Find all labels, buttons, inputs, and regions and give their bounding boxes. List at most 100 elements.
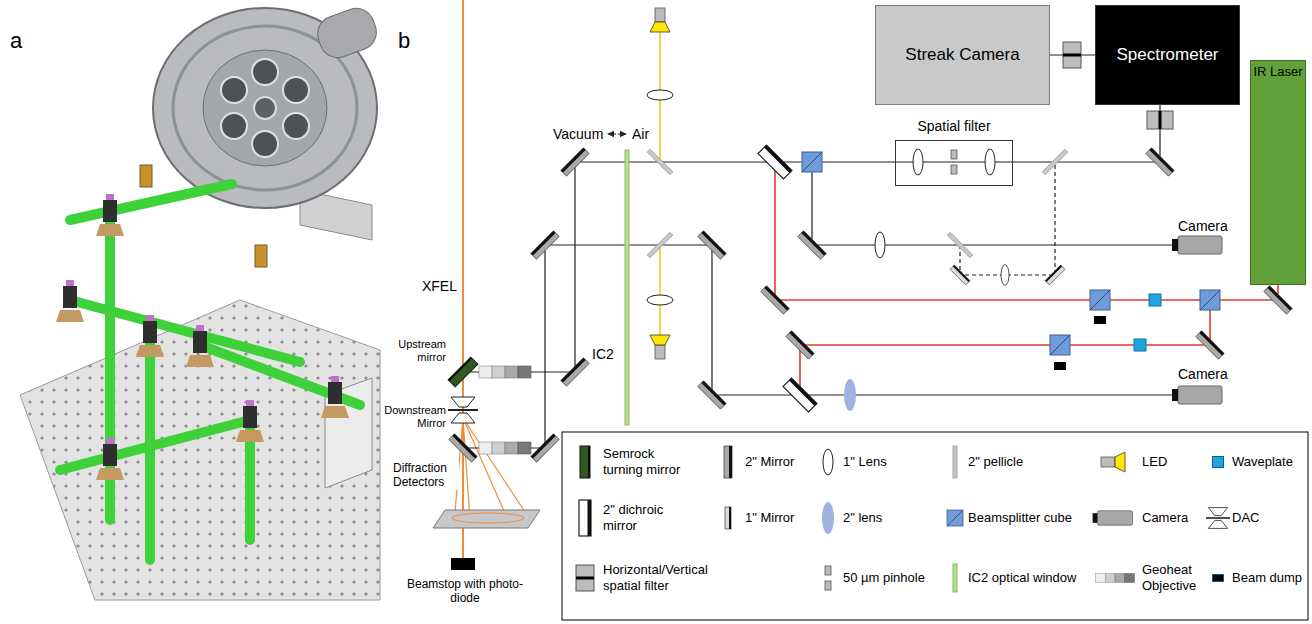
spatial-filter-box: Spatial filter: [895, 118, 1013, 186]
region-label-holder: Vacuum: [553, 126, 603, 142]
legend-label: 2" dichroic mirror: [603, 502, 693, 533]
bracket-plate: [325, 378, 372, 488]
pinhole: [951, 150, 957, 174]
mirror-2in: [1264, 286, 1292, 314]
mirror-2in: [561, 148, 589, 176]
mirror-2in: [449, 434, 477, 462]
legend-label: 2" Mirror: [745, 454, 815, 470]
mirror-2in: [561, 358, 589, 386]
beamstop: [451, 558, 475, 570]
mirror-1in: [950, 265, 970, 285]
legend-icon: [725, 507, 731, 529]
pellicle: [647, 232, 672, 257]
legend-label: 1" Mirror: [745, 510, 815, 526]
legend-label: IC2 optical window: [968, 570, 1088, 586]
spatial-filter-symbol: [1063, 42, 1081, 68]
mirror-2in: [1196, 331, 1224, 359]
lens-1in: [875, 232, 885, 258]
legend-entry: 2" lens: [843, 510, 903, 526]
ir-laser-box: IR Laser: [1250, 60, 1306, 285]
legend-entry: 1" Lens: [843, 454, 903, 470]
legend-entry: 2" pellicle: [968, 454, 1058, 470]
part-label-holder: IC2: [592, 346, 614, 362]
legend-entry: LED: [1142, 454, 1197, 470]
pellicle: [647, 149, 672, 174]
camera-symbol: [1172, 236, 1222, 254]
led-light: [659, 32, 660, 335]
legend-entry: IC2 optical window: [968, 570, 1088, 586]
legend-label: Waveplate: [1232, 454, 1304, 470]
part-label: Beamstop with photo-diode: [405, 578, 525, 606]
legend-entry: Semrock turning mirror: [603, 446, 693, 477]
beam-label: XFEL: [397, 278, 457, 294]
node-label: Streak Camera: [905, 45, 1019, 65]
beamsplitter-cube: [1050, 335, 1070, 355]
ir-laser-paths: [775, 162, 1278, 395]
geoheat-objective: [479, 366, 531, 378]
beamsplitter-cube: [1090, 290, 1110, 310]
spectrometer-box: Spectrometer: [1095, 5, 1240, 105]
part-label-holder: Beamstop with photo-diode: [405, 578, 525, 606]
legend-label: 2" pellicle: [968, 454, 1058, 470]
legend-swatch: [1212, 574, 1224, 582]
vacuum-air-arrow: [608, 133, 626, 134]
node-label: IR Laser: [1253, 65, 1302, 80]
lens-1in: [647, 90, 673, 100]
legend-icon: [953, 564, 957, 592]
geoheat-objective: [479, 442, 531, 454]
legend-entry: 1" Mirror: [745, 510, 815, 526]
pellicle: [1042, 149, 1067, 174]
legend-label: Camera: [1142, 510, 1200, 526]
part-label: Camera: [1178, 366, 1228, 382]
part-label-holder: Downstream Mirror: [380, 404, 446, 429]
region-label: Vacuum: [553, 126, 603, 142]
mirror-2in: [698, 381, 726, 409]
part-label: Diffraction Detectors: [393, 462, 459, 490]
legend-entry: 2" Mirror: [745, 454, 815, 470]
beamsplitter-cube: [802, 152, 822, 172]
legend-entry: 50 µm pinhole: [843, 570, 943, 586]
legend-entry: Horizontal/Vertical spatial filter: [603, 562, 721, 593]
legend-icon: [953, 446, 957, 478]
legend-icon: [1096, 574, 1135, 583]
part-label: Upstream mirror: [384, 338, 446, 363]
legend-entry: Beamsplitter cube: [968, 510, 1088, 526]
diffraction-ring: [452, 513, 524, 523]
node-label: Spatial filter: [917, 118, 990, 134]
cad-render: [20, 3, 381, 600]
beam-dump: [1094, 316, 1106, 324]
legend-entry: Waveplate: [1232, 454, 1304, 470]
laser-beam-tubes: [60, 184, 360, 560]
panel-letter: a: [10, 28, 22, 53]
legend-label: 1" Lens: [843, 454, 903, 470]
beam-dump: [1054, 362, 1066, 370]
mirror-2in: [1146, 148, 1174, 176]
lens-2in: [844, 379, 856, 411]
spatial-filter-symbol: [1147, 111, 1173, 129]
part-label-holder: Diffraction Detectors: [393, 462, 459, 490]
panel-letter-holder: b: [398, 28, 410, 53]
part-label: IC2: [592, 346, 614, 362]
lens-1in: [647, 295, 673, 305]
legend-icon: [823, 449, 833, 475]
part-label: Camera: [1178, 218, 1228, 234]
region-label: Air: [632, 126, 649, 142]
part-label-holder: Upstream mirror: [384, 338, 446, 363]
spatial-filter-frame: [895, 140, 1013, 186]
legend-label: Semrock turning mirror: [603, 446, 693, 477]
lens-1in: [1001, 265, 1009, 286]
legend-label: 2" lens: [843, 510, 903, 526]
streak-camera-box: Streak Camera: [875, 5, 1050, 105]
mirror-2in: [698, 231, 726, 259]
ic2-window: [625, 150, 629, 425]
pump-cylinder: [313, 3, 382, 62]
legend-entry: 2" dichroic mirror: [603, 502, 693, 533]
panel-letter: b: [398, 28, 410, 53]
legend-box: [562, 432, 1308, 620]
legend-entry: Camera: [1142, 510, 1200, 526]
waveplate: [1134, 339, 1146, 351]
part-label-holder: Camera: [1178, 366, 1228, 382]
